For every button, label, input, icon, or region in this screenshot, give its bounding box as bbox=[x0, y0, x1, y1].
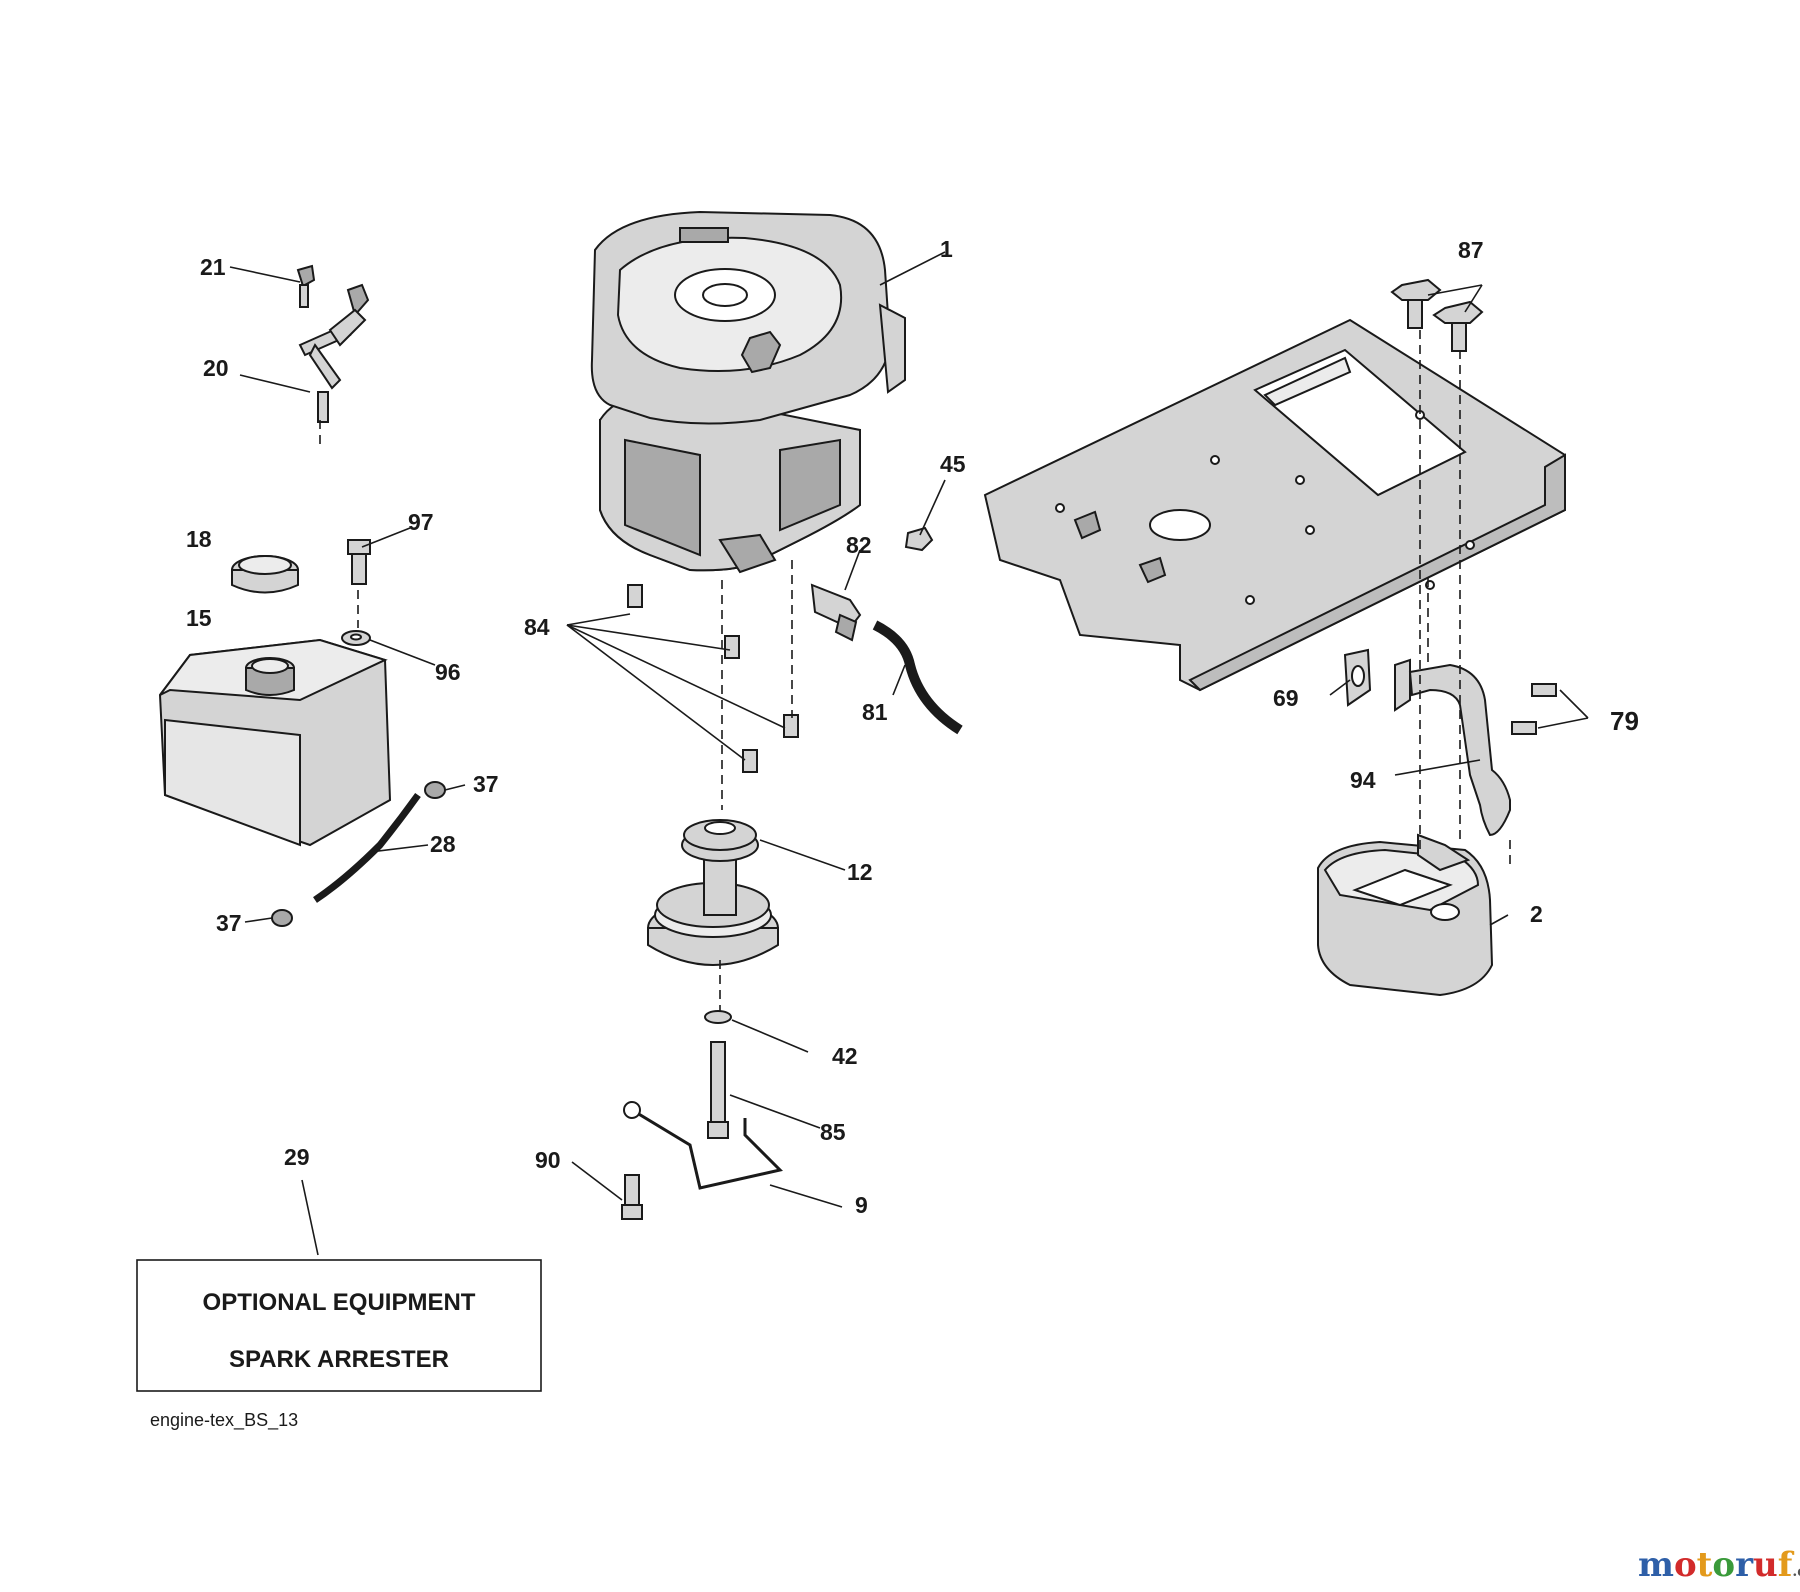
frame-plate-icon bbox=[983, 318, 1566, 692]
part-label: 20 bbox=[203, 355, 229, 381]
throttle-control-icon bbox=[296, 264, 370, 423]
mounting-hardware-icon bbox=[621, 1010, 783, 1220]
part-label: 79 bbox=[1610, 706, 1639, 736]
part-label: 45 bbox=[940, 451, 966, 477]
part-label: 87 bbox=[1458, 237, 1484, 263]
part-label: 1 bbox=[940, 236, 953, 262]
muffler-icon bbox=[1317, 833, 1494, 997]
pulley-icon bbox=[647, 819, 779, 966]
part-label: 85 bbox=[820, 1119, 846, 1145]
bolt-icon bbox=[627, 584, 799, 773]
part-label: 42 bbox=[832, 1043, 858, 1069]
part-label: 12 bbox=[847, 859, 873, 885]
part-labels: 1 2 9 12 15 18 20 21 28 29 37 37 42 45 6… bbox=[186, 236, 1639, 1218]
drawing-reference: engine-tex_BS_13 bbox=[150, 1410, 298, 1431]
fuel-cap-icon bbox=[231, 555, 299, 594]
part-label: 90 bbox=[535, 1147, 561, 1173]
alignment-lines bbox=[319, 330, 1511, 1012]
part-label: 18 bbox=[186, 526, 212, 552]
nut-icon bbox=[904, 526, 934, 552]
part-label: 81 bbox=[862, 699, 888, 725]
part-label: 37 bbox=[473, 771, 499, 797]
part-label: 69 bbox=[1273, 685, 1299, 711]
part-label: 37 bbox=[216, 910, 242, 936]
note-line-1: OPTIONAL EQUIPMENT bbox=[203, 1289, 476, 1316]
part-label: 97 bbox=[408, 509, 434, 535]
part-label: 2 bbox=[1530, 901, 1543, 927]
bolt-icon bbox=[1390, 278, 1484, 352]
note-line-2: SPARK ARRESTER bbox=[229, 1346, 449, 1373]
leader-lines bbox=[229, 251, 1589, 1256]
part-label: 82 bbox=[846, 532, 872, 558]
bolt-icon bbox=[341, 539, 371, 646]
part-label: 15 bbox=[186, 605, 212, 631]
engine-icon bbox=[590, 210, 906, 574]
fuel-line-icon bbox=[271, 781, 446, 927]
part-label: 9 bbox=[855, 1192, 868, 1218]
part-label: 29 bbox=[284, 1144, 310, 1170]
part-label: 96 bbox=[435, 659, 461, 685]
exhaust-pipe-icon bbox=[1343, 648, 1557, 837]
optional-equipment-note: OPTIONAL EQUIPMENT SPARK ARRESTER bbox=[136, 1259, 542, 1392]
oil-drain-icon bbox=[810, 583, 963, 735]
fuel-tank-icon bbox=[158, 638, 392, 847]
part-label: 94 bbox=[1350, 767, 1376, 793]
part-label: 84 bbox=[524, 614, 550, 640]
part-label: 28 bbox=[430, 831, 456, 857]
watermark-logo: motoruf.de bbox=[1638, 1545, 1800, 1585]
part-label: 21 bbox=[200, 254, 226, 280]
